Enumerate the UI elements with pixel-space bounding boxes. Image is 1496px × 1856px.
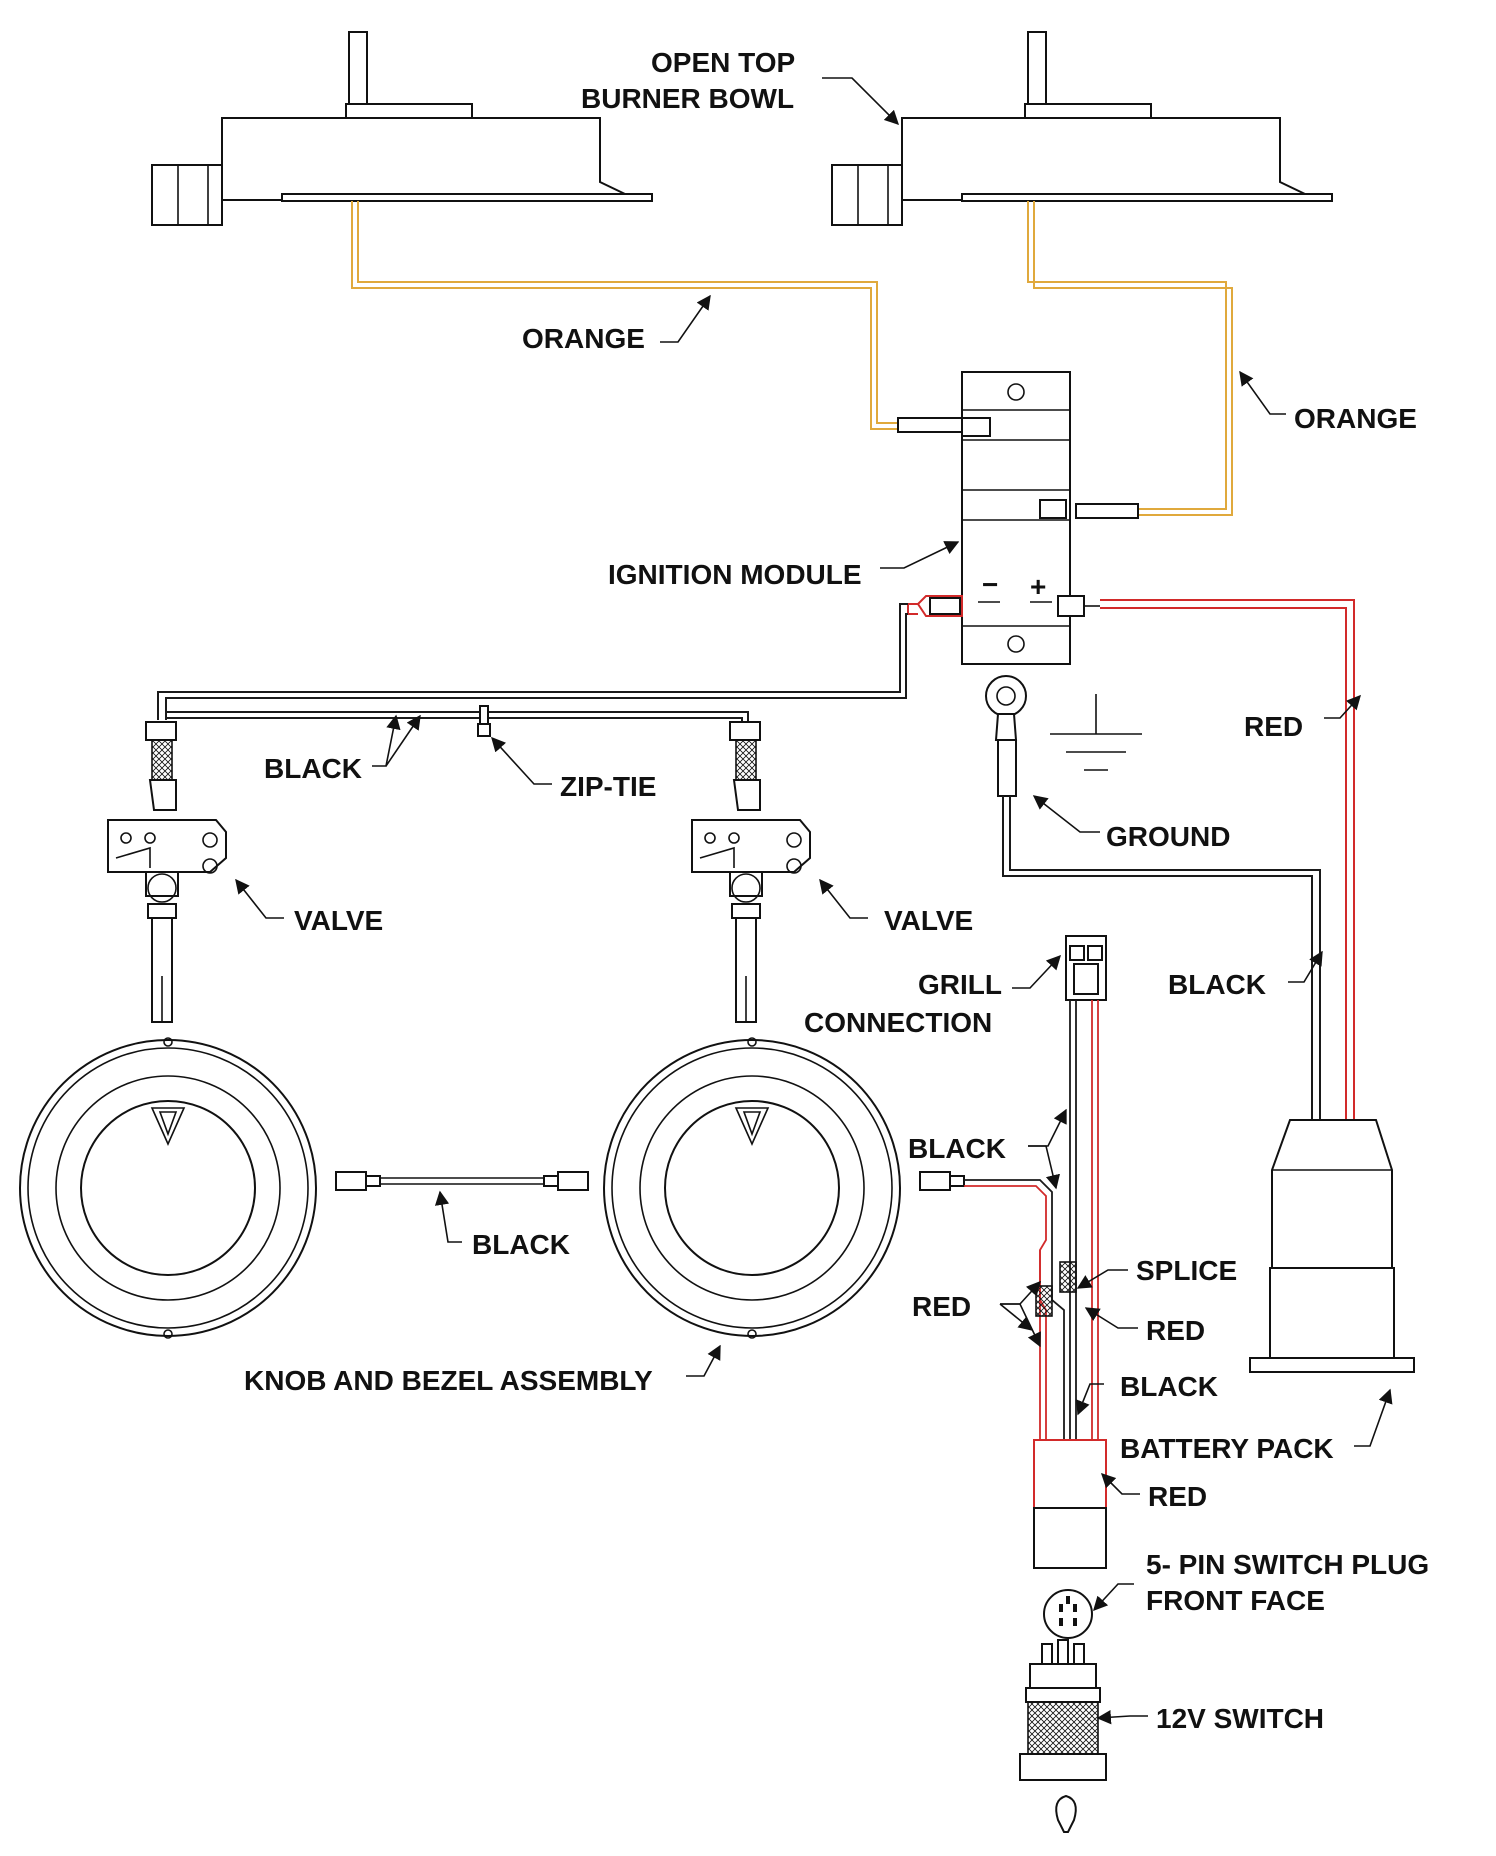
knob-link-wire — [335, 1171, 589, 1191]
label-battery-pack: BATTERY PACK — [1120, 1433, 1334, 1464]
label-knob-bezel-assembly: KNOB AND BEZEL ASSEMBLY — [244, 1365, 653, 1396]
orange-terminal-left — [897, 417, 963, 433]
label-black-switch-wire: BLACK — [1120, 1371, 1218, 1402]
label-red-harness-wire: RED — [912, 1291, 971, 1322]
label-red-switch-wire: RED — [1148, 1481, 1207, 1512]
red-wire-battery — [1100, 599, 1355, 1120]
knob-bezel-right — [603, 1037, 901, 1339]
orange-wire-right — [1027, 201, 1233, 516]
label-black-module-wire: BLACK — [264, 753, 362, 784]
harness-black-wires — [964, 1000, 1077, 1440]
switch-12v — [1019, 1639, 1107, 1833]
orange-terminal-right — [1075, 503, 1139, 519]
splice-left — [1035, 1285, 1053, 1317]
black-wire-valves — [157, 603, 908, 732]
label-red-splice-wire: RED — [1146, 1315, 1205, 1346]
label-grill-connection-line1: GRILL — [918, 969, 1002, 1000]
label-switch-plug-line2: FRONT FACE — [1146, 1585, 1325, 1616]
label-red-battery-wire: RED — [1244, 711, 1303, 742]
orange-wire-left — [351, 201, 898, 430]
label-orange-left: ORANGE — [522, 323, 645, 354]
label-12v-switch: 12V SWITCH — [1156, 1703, 1324, 1734]
label-burner-bowl-line2: BURNER BOWL — [581, 83, 794, 114]
module-positive-terminal — [1057, 595, 1085, 617]
label-switch-plug-line1: 5- PIN SWITCH PLUG — [1146, 1549, 1429, 1580]
label-black-battery-wire: BLACK — [1168, 969, 1266, 1000]
harness-red-wires — [964, 1000, 1099, 1440]
burner-bowl-right — [831, 31, 1333, 226]
module-negative-connector — [907, 595, 963, 617]
splice-right — [1059, 1261, 1077, 1293]
grill-connection — [1065, 935, 1107, 1001]
valve-right — [691, 721, 811, 1023]
zip-tie — [477, 705, 491, 737]
label-ground: GROUND — [1106, 821, 1230, 852]
ground-terminal — [985, 675, 1027, 797]
label-orange-right: ORANGE — [1294, 403, 1417, 434]
knob-harness-connector — [919, 1171, 965, 1191]
knob-bezel-left — [19, 1037, 317, 1339]
label-valve-left: VALVE — [294, 905, 383, 936]
label-grill-connection-line2: CONNECTION — [804, 1007, 992, 1038]
heat-shrink — [1033, 1439, 1107, 1509]
switch-plug — [1033, 1507, 1107, 1569]
black-wire-battery — [1002, 796, 1321, 1120]
switch-plug-front-face — [1043, 1589, 1093, 1639]
module-minus-sign: − — [982, 569, 998, 600]
ignition-module — [961, 371, 1071, 665]
label-black-harness-wire: BLACK — [908, 1133, 1006, 1164]
label-black-knob-link: BLACK — [472, 1229, 570, 1260]
module-plus-sign: + — [1030, 571, 1046, 602]
battery-pack — [1249, 1119, 1415, 1373]
ground-symbol — [1050, 694, 1142, 771]
valve-left — [107, 721, 227, 1023]
label-ignition-module: IGNITION MODULE — [608, 559, 862, 590]
burner-bowl-left — [151, 31, 653, 226]
label-burner-bowl-line1: OPEN TOP — [651, 47, 795, 78]
label-valve-right: VALVE — [884, 905, 973, 936]
label-zip-tie: ZIP-TIE — [560, 771, 656, 802]
label-splice: SPLICE — [1136, 1255, 1237, 1286]
